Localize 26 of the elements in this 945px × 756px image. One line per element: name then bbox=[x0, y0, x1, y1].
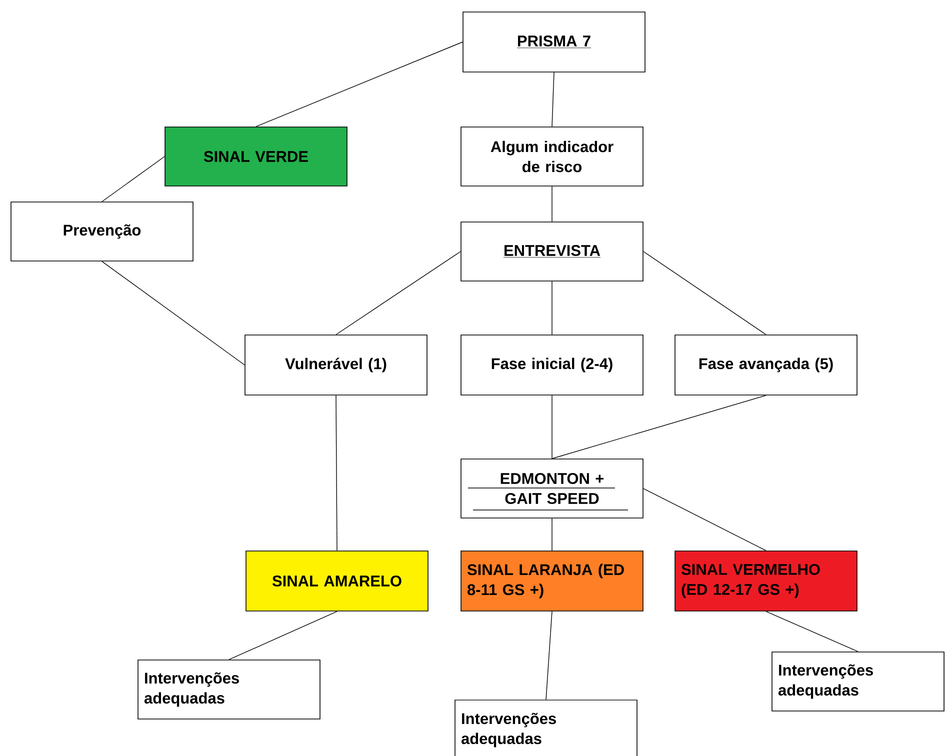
outcome-box: Intervenções adequadas bbox=[454, 700, 638, 756]
connector-line bbox=[552, 395, 766, 459]
connector-line bbox=[336, 251, 461, 335]
process-box: Fase inicial (2-4) bbox=[460, 334, 644, 396]
signal-box: SINAL LARANJA (ED 8-11 GS +) bbox=[460, 550, 644, 612]
connector-line bbox=[546, 611, 552, 700]
connector-line bbox=[552, 72, 554, 127]
process-box: ENTREVISTA bbox=[460, 222, 644, 282]
process-box: Fase avançada (5) bbox=[674, 334, 858, 396]
signal-box: SINAL VERDE bbox=[164, 126, 348, 186]
process-box: Prevenção bbox=[10, 202, 194, 262]
connector-line bbox=[336, 395, 338, 551]
connector-line bbox=[228, 611, 338, 660]
process-box: Algum indicador de risco bbox=[460, 126, 644, 186]
process-box: Vulnerável (1) bbox=[244, 334, 428, 396]
outcome-box: Intervenções adequadas bbox=[772, 652, 944, 712]
connector-line bbox=[643, 488, 766, 551]
signal-box: SINAL AMARELO bbox=[246, 550, 428, 612]
outcome-box: Intervenções adequadas bbox=[138, 660, 320, 720]
title-box: PRISMA 7 bbox=[462, 12, 646, 72]
connector-line bbox=[102, 156, 165, 202]
signal-box: SINAL VERMELHO (ED 12-17 GS +) bbox=[674, 550, 858, 612]
connector-line bbox=[256, 42, 463, 127]
connector-line bbox=[766, 611, 858, 652]
connector-line bbox=[643, 251, 766, 335]
connector-line bbox=[102, 261, 245, 366]
